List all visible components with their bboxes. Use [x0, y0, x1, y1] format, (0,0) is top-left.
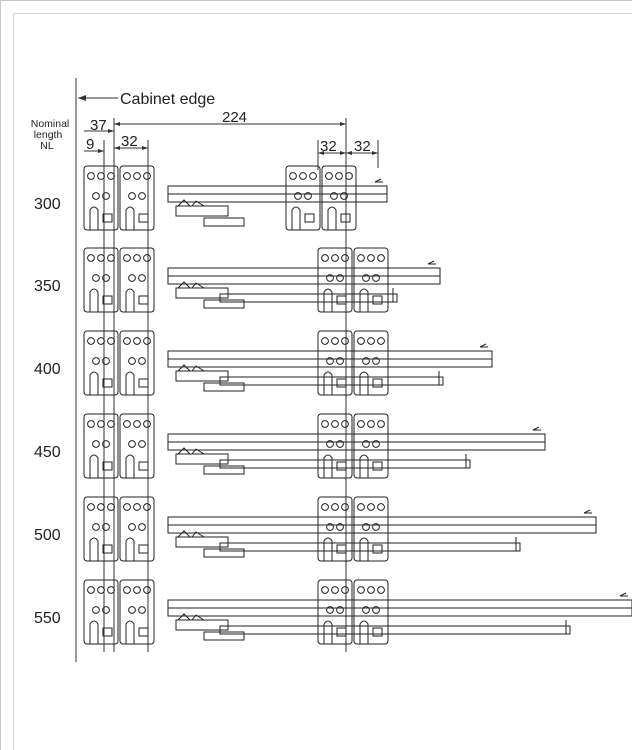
nominal-length-label: 350	[34, 278, 61, 295]
dim-32-right-b: 32	[354, 138, 371, 155]
drawer-row: 300	[34, 165, 388, 231]
nominal-length-label: 450	[34, 444, 61, 461]
nominal-length-label: 550	[34, 610, 61, 627]
lower-runner	[219, 293, 398, 303]
dim-224: 224	[222, 109, 247, 126]
soft-close-mechanism	[175, 199, 245, 227]
lower-runner	[219, 625, 571, 635]
drawer-row: 450	[34, 413, 546, 479]
cabinet-edge-arrow	[78, 95, 86, 101]
drawer-row: 350	[34, 247, 441, 313]
drawer-row: 400	[34, 330, 493, 396]
soft-close-mechanism	[175, 281, 245, 309]
dim-9: 9	[86, 136, 94, 153]
lower-runner	[219, 542, 521, 552]
frame-inner-top	[13, 13, 632, 14]
dim-37: 37	[90, 117, 107, 134]
rows-layer: 300 350 400 450 500 550	[34, 165, 632, 645]
drawer-row: 500	[34, 496, 597, 562]
cabinet-edge-label: Cabinet edge	[120, 91, 215, 108]
nominal-label-line1: Nominal	[31, 118, 70, 130]
nominal-length-label: 400	[34, 361, 61, 378]
frame-inner-left	[13, 13, 14, 750]
lower-runner	[219, 459, 471, 469]
soft-close-mechanism	[175, 613, 245, 641]
soft-close-mechanism	[175, 447, 245, 475]
soft-close-mechanism	[175, 364, 245, 392]
drawer-row: 550	[34, 579, 632, 645]
soft-close-mechanism	[175, 530, 245, 558]
dim-32-left: 32	[121, 133, 138, 150]
nominal-label-line2: length	[34, 129, 63, 141]
dimension-arrows	[98, 122, 378, 155]
nominal-length-label: 500	[34, 527, 61, 544]
nominal-label-line3: NL	[40, 140, 54, 152]
dim-32-right-a: 32	[320, 138, 337, 155]
nominal-length-label: 300	[34, 196, 61, 213]
